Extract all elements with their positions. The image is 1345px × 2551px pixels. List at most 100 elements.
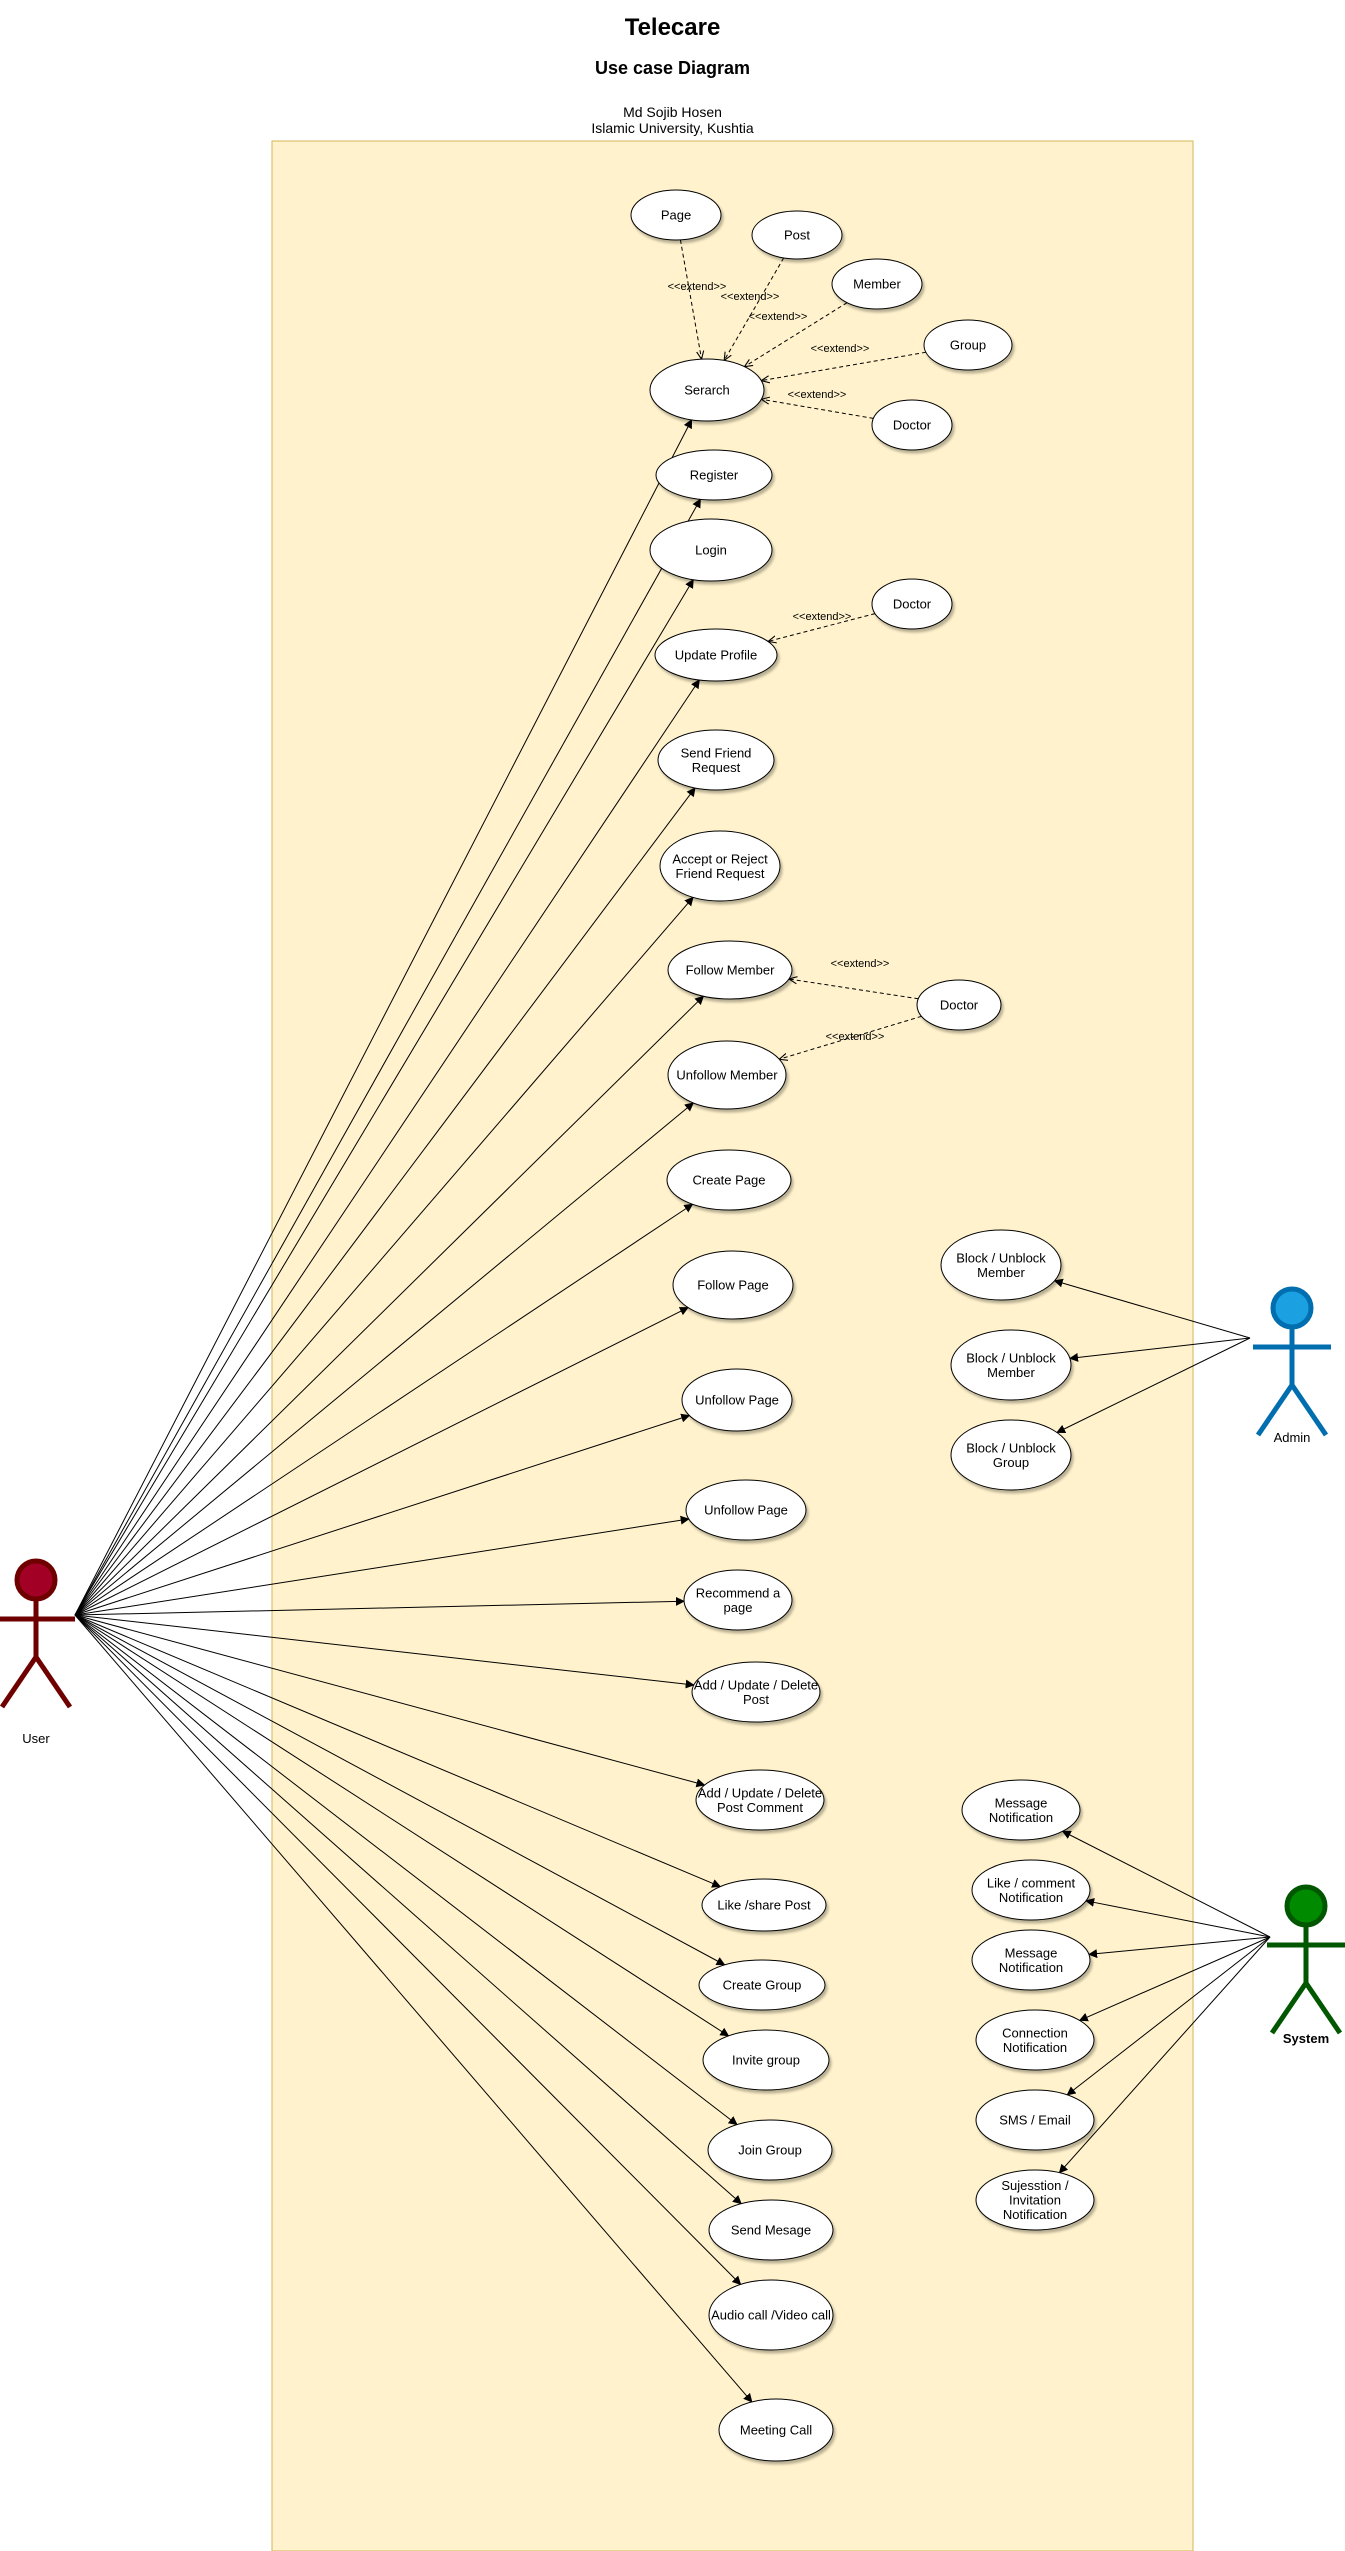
association-admin-block-group bbox=[1056, 1337, 1251, 1433]
extend-page-search bbox=[679, 239, 701, 359]
use-case-label: Invite group bbox=[732, 2053, 800, 2068]
use-case-label: SMS / Email bbox=[999, 2113, 1071, 2128]
diagram-title: Telecare bbox=[624, 14, 721, 41]
use-case-like-share: Like /share Post bbox=[701, 1878, 827, 1932]
use-case-label: Unfollow Page bbox=[695, 1393, 779, 1408]
association-user-add-post bbox=[74, 1614, 695, 1689]
association-user-invite-group bbox=[74, 1614, 730, 2037]
association-lines bbox=[74, 419, 1271, 2403]
institution-name: Islamic University, Kushtia bbox=[591, 120, 754, 136]
association-system-msg-notif1 bbox=[1061, 1830, 1271, 1938]
use-case-label: Serarch bbox=[684, 383, 730, 398]
actor-label: User bbox=[22, 1731, 50, 1746]
use-case-register: Register bbox=[655, 449, 773, 501]
use-case-doctor2: Doctor bbox=[871, 578, 953, 630]
use-case-label: Send Mesage bbox=[731, 2223, 811, 2238]
use-case-follow-page: Follow Page bbox=[672, 1250, 794, 1320]
association-system-conn-notif bbox=[1078, 1936, 1271, 2022]
extend-post-search bbox=[724, 257, 785, 361]
use-case-follow-member: Follow Member bbox=[667, 940, 793, 1000]
extend-doctor3-unfollow-member bbox=[779, 1015, 922, 1059]
association-user-search bbox=[74, 419, 693, 1616]
association-user-join-group bbox=[74, 1614, 738, 2126]
diagram-subtitle: Use case Diagram bbox=[594, 58, 751, 78]
association-user-unfollow-page1 bbox=[74, 1413, 691, 1616]
association-user-audio-video bbox=[74, 1614, 742, 2286]
use-case-create-group: Create Group bbox=[698, 1959, 826, 2011]
use-case-doctor3: Doctor bbox=[916, 979, 1002, 1031]
use-case-label: Follow Page bbox=[697, 1278, 769, 1293]
use-case-label: Unfollow Member bbox=[676, 1068, 778, 1083]
association-user-send-friend bbox=[74, 787, 696, 1616]
use-case-label: Follow Member bbox=[686, 963, 776, 978]
use-case-audio-video: Audio call /Video call bbox=[708, 2279, 834, 2351]
use-case-label: Page bbox=[661, 208, 691, 223]
extend-label: <<extend>> bbox=[721, 291, 780, 303]
use-case-meeting-call: Meeting Call bbox=[718, 2398, 834, 2462]
association-user-login bbox=[74, 578, 694, 1616]
use-case-search: Serarch bbox=[649, 358, 765, 422]
use-case-label: Doctor bbox=[940, 998, 979, 1013]
association-system-sms-email bbox=[1066, 1936, 1271, 2096]
use-case-label: Group bbox=[950, 338, 986, 353]
extend-label: <<extend>> bbox=[826, 1031, 885, 1043]
extend-label: <<extend>> bbox=[749, 311, 808, 323]
association-user-unfollow-member bbox=[74, 1102, 694, 1616]
association-user-add-comment bbox=[74, 1614, 706, 1788]
use-case-label: Audio call /Video call bbox=[711, 2308, 831, 2323]
actor-admin: Admin bbox=[1253, 1286, 1331, 1445]
use-case-label: Login bbox=[695, 543, 727, 558]
association-user-send-message bbox=[74, 1614, 742, 2205]
extend-label: <<extend>> bbox=[668, 281, 727, 293]
extend-label: <<extend>> bbox=[811, 343, 870, 355]
use-case-label: Like /share Post bbox=[717, 1898, 811, 1913]
actor-user: User bbox=[0, 1558, 75, 1746]
association-user-accept-reject bbox=[74, 896, 694, 1616]
use-case-member: Member bbox=[831, 258, 923, 310]
association-user-like-share bbox=[74, 1614, 722, 1888]
actor-label: System bbox=[1283, 2031, 1329, 2046]
association-user-register bbox=[74, 498, 701, 1616]
extend-member-search bbox=[744, 302, 848, 367]
use-case-group: Group bbox=[923, 319, 1013, 371]
use-case-create-page: Create Page bbox=[666, 1149, 792, 1211]
association-user-unfollow-page2 bbox=[74, 1515, 690, 1616]
use-case-unfollow-member: Unfollow Member bbox=[667, 1040, 787, 1110]
use-case-join-group: Join Group bbox=[707, 2119, 833, 2181]
use-case-label: Create Group bbox=[723, 1978, 802, 1993]
use-case-label: Meeting Call bbox=[740, 2423, 812, 2438]
use-case-invite-group: Invite group bbox=[702, 2029, 830, 2091]
association-user-create-group bbox=[74, 1614, 726, 1966]
use-case-post: Post bbox=[751, 210, 843, 260]
use-case-unfollow-page1: Unfollow Page bbox=[681, 1368, 793, 1432]
association-user-recommend-page bbox=[74, 1596, 685, 1616]
association-user-create-page bbox=[74, 1203, 694, 1616]
use-case-label: Doctor bbox=[893, 418, 932, 433]
extend-label: <<extend>> bbox=[788, 389, 847, 401]
extend-label: <<extend>> bbox=[831, 958, 890, 970]
association-system-msg-notif2 bbox=[1088, 1936, 1271, 1959]
use-case-label: Create Page bbox=[693, 1173, 766, 1188]
